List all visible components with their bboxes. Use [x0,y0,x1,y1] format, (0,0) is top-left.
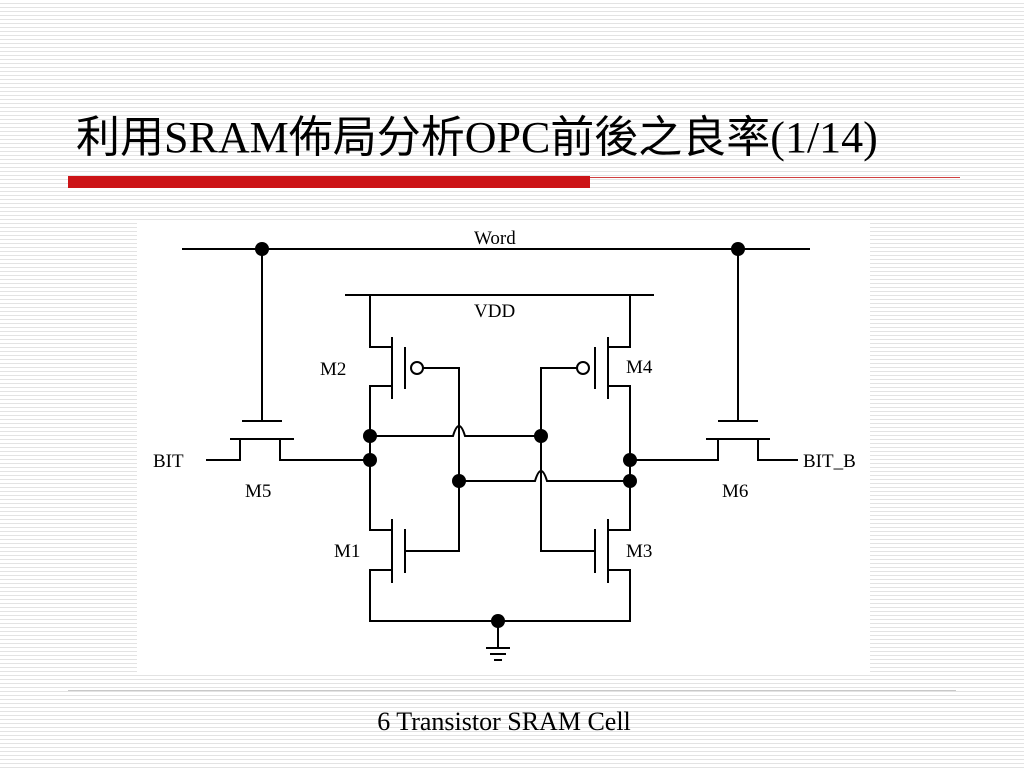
label-word: Word [474,228,516,249]
junction-right-bit [623,453,637,467]
m3-drain-wire [607,529,631,539]
m4-gate-wire [540,367,578,437]
junction-right-upper [534,429,548,443]
m1-source-wire [369,569,393,622]
junction-left-lower [452,474,466,488]
cross-wire-upper [369,425,542,437]
junction-left-bit [363,453,377,467]
junction-ground [491,614,505,628]
label-m1: M1 [334,541,360,562]
label-bit-b: BIT_B [803,451,856,472]
m3-source-wire [607,569,631,622]
label-m4: M4 [626,357,653,378]
slide-title: 利用SRAM佈局分析OPC前後之良率(1/14) [76,113,878,162]
label-m6: M6 [722,481,748,502]
m5-left-terminal [206,438,241,461]
label-m5: M5 [245,481,271,502]
junction-word-m6 [731,242,745,256]
label-vdd: VDD [474,301,515,322]
m2-drain-wire [369,385,393,437]
m2-gate-bubble [410,361,424,375]
label-m2: M2 [320,359,346,380]
junction-left-upper [363,429,377,443]
m2-source-wire [369,294,393,368]
title-accent-bar [68,176,590,188]
m4-drain-wire [607,385,631,461]
junction-word-m5 [255,242,269,256]
m4-gate-bubble [576,361,590,375]
ground-icon [486,647,510,661]
label-m3: M3 [626,541,652,562]
bottom-divider [68,690,956,691]
m6-right-terminal [757,438,798,461]
sram-schematic: Word VDD M2 M4 BIT BIT_B M5 M6 M1 M3 [137,220,870,672]
figure-caption: 6 Transistor SRAM Cell [377,707,631,736]
m5-right-terminal [279,438,371,461]
title-accent-line [590,177,960,178]
label-bit: BIT [153,451,184,472]
m2-gate-wire [422,367,460,482]
circuit-diagram: Word VDD M2 M4 BIT BIT_B M5 M6 M1 M3 [153,228,856,661]
junction-right-lower [623,474,637,488]
m6-left-terminal [629,438,719,461]
cross-wire-lower [458,470,631,482]
m1-drain-wire [369,529,393,539]
